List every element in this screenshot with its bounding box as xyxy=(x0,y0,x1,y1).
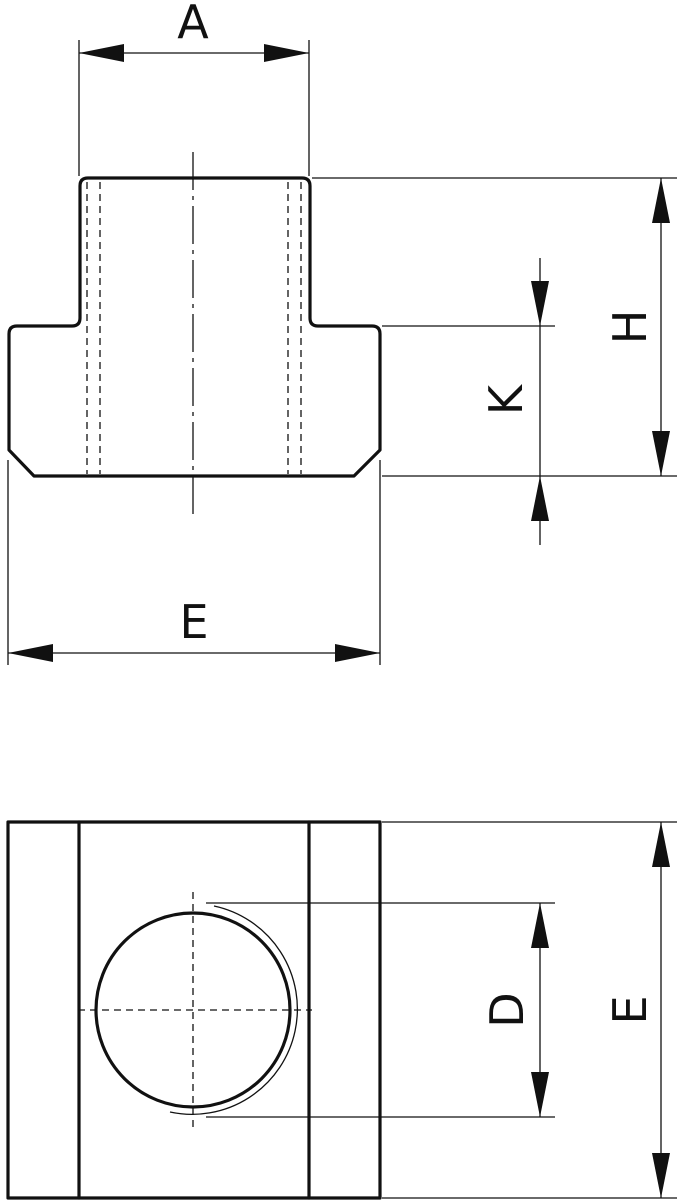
label-k: K xyxy=(479,383,533,415)
dimension-e-front: E xyxy=(7,460,381,665)
dimension-k: K xyxy=(382,258,555,545)
label-a: A xyxy=(177,0,209,49)
arrow-d-bottom xyxy=(531,1072,549,1117)
dimension-h: H xyxy=(312,177,677,477)
arrow-e-front-left xyxy=(8,644,53,662)
arrow-a-right xyxy=(264,44,309,62)
thread-arc xyxy=(169,905,298,1115)
dimension-e-top: E xyxy=(382,821,677,1199)
arrow-e-top-lower xyxy=(652,1153,670,1198)
arrow-d-top xyxy=(531,903,549,948)
label-d: D xyxy=(480,992,534,1027)
top-view-outline xyxy=(6,820,382,1200)
label-h: H xyxy=(603,310,657,345)
dimension-d: D xyxy=(206,902,555,1118)
arrow-h-top xyxy=(652,178,670,223)
arrow-e-front-right xyxy=(335,644,380,662)
arrow-h-bottom xyxy=(652,431,670,476)
front-view: A H K E xyxy=(7,0,677,665)
arrow-k-bottom xyxy=(531,476,549,521)
arrow-e-top-upper xyxy=(652,822,670,867)
arrow-a-left xyxy=(79,44,124,62)
dimension-a: A xyxy=(78,0,310,176)
top-view: D E xyxy=(6,820,677,1200)
front-view-outline xyxy=(7,176,382,478)
label-e-front: E xyxy=(179,595,208,649)
arrow-k-top xyxy=(531,281,549,326)
label-e-top: E xyxy=(603,995,657,1024)
